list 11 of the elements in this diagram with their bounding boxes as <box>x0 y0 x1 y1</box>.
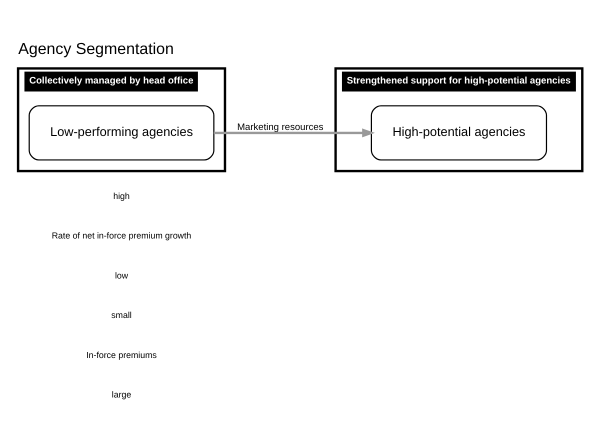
node-box: Low-performing agencies <box>28 104 214 160</box>
label: In-force premiums <box>86 349 157 360</box>
label: large <box>112 389 132 400</box>
label: low <box>114 270 128 280</box>
node-box: High-potential agencies <box>370 104 548 160</box>
label: small <box>111 310 132 320</box>
diagram-title: Agency Segmentation <box>18 40 174 58</box>
arrow <box>214 128 375 137</box>
label: Rate of net in-force premium growth <box>52 230 192 240</box>
label: high <box>113 190 130 200</box>
edge-label: Marketing resources <box>237 122 324 133</box>
